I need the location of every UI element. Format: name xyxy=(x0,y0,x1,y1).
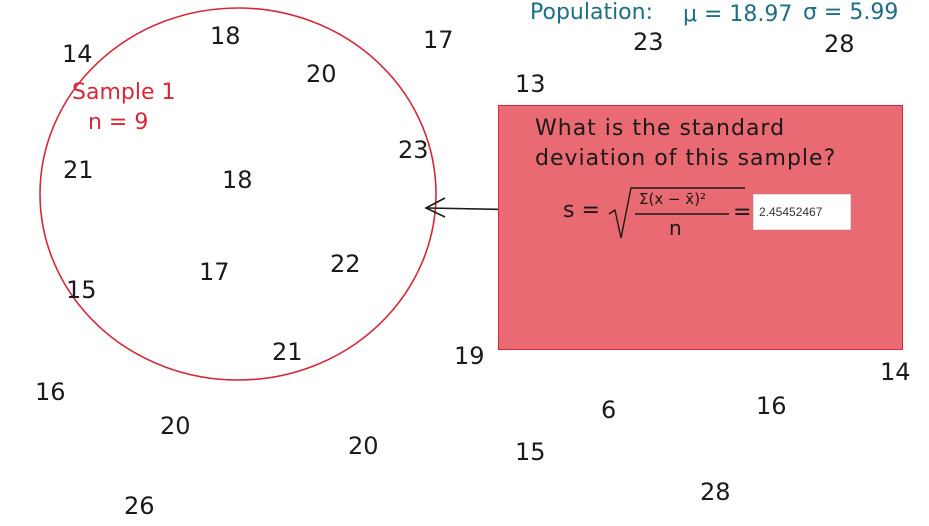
sample-size: n = 9 xyxy=(88,110,149,135)
population-value: 14 xyxy=(62,40,93,68)
population-value: 20 xyxy=(160,412,191,440)
formula-equals: = xyxy=(733,200,752,225)
sample-value: 17 xyxy=(423,26,454,54)
sample-value: 21 xyxy=(272,338,303,366)
sample-value: 21 xyxy=(63,156,94,184)
population-mean: μ = 18.97 xyxy=(683,2,793,27)
question-line-2: deviation of this sample? xyxy=(535,146,837,171)
sample-value: 23 xyxy=(398,136,429,164)
population-value: 13 xyxy=(515,70,546,98)
population-label: Population: xyxy=(530,0,653,25)
population-value: 28 xyxy=(824,30,855,58)
sample-value: 20 xyxy=(306,60,337,88)
sample-value: 17 xyxy=(199,258,230,286)
population-value: 16 xyxy=(35,378,66,406)
sample-value: 18 xyxy=(210,22,241,50)
population-value: 16 xyxy=(756,392,787,420)
formula-denominator: n xyxy=(669,216,682,240)
population-value: 19 xyxy=(454,342,485,370)
arrow-head xyxy=(424,197,446,218)
population-value: 6 xyxy=(601,396,617,424)
population-sd: σ = 5.99 xyxy=(803,0,899,25)
question-line-1: What is the standard xyxy=(535,116,786,141)
sample-value: 22 xyxy=(330,250,361,278)
sd-formula: s = Σ(x − x̄)² n = xyxy=(563,184,763,244)
sample-circle xyxy=(39,7,437,381)
population-value: 20 xyxy=(348,432,379,460)
formula-lhs: s = xyxy=(563,198,600,223)
population-value: 15 xyxy=(66,276,97,304)
population-value: 26 xyxy=(124,492,155,520)
population-value: 15 xyxy=(515,438,546,466)
population-value: 28 xyxy=(700,478,731,506)
formula-numerator: Σ(x − x̄)² xyxy=(639,190,707,208)
answer-input[interactable] xyxy=(753,194,851,230)
population-value: 23 xyxy=(633,28,664,56)
radical-sign xyxy=(608,187,745,239)
sample-value: 18 xyxy=(222,166,253,194)
sample-label: Sample 1 xyxy=(72,80,176,105)
question-panel: What is the standard deviation of this s… xyxy=(498,105,903,350)
population-value: 14 xyxy=(880,358,911,386)
